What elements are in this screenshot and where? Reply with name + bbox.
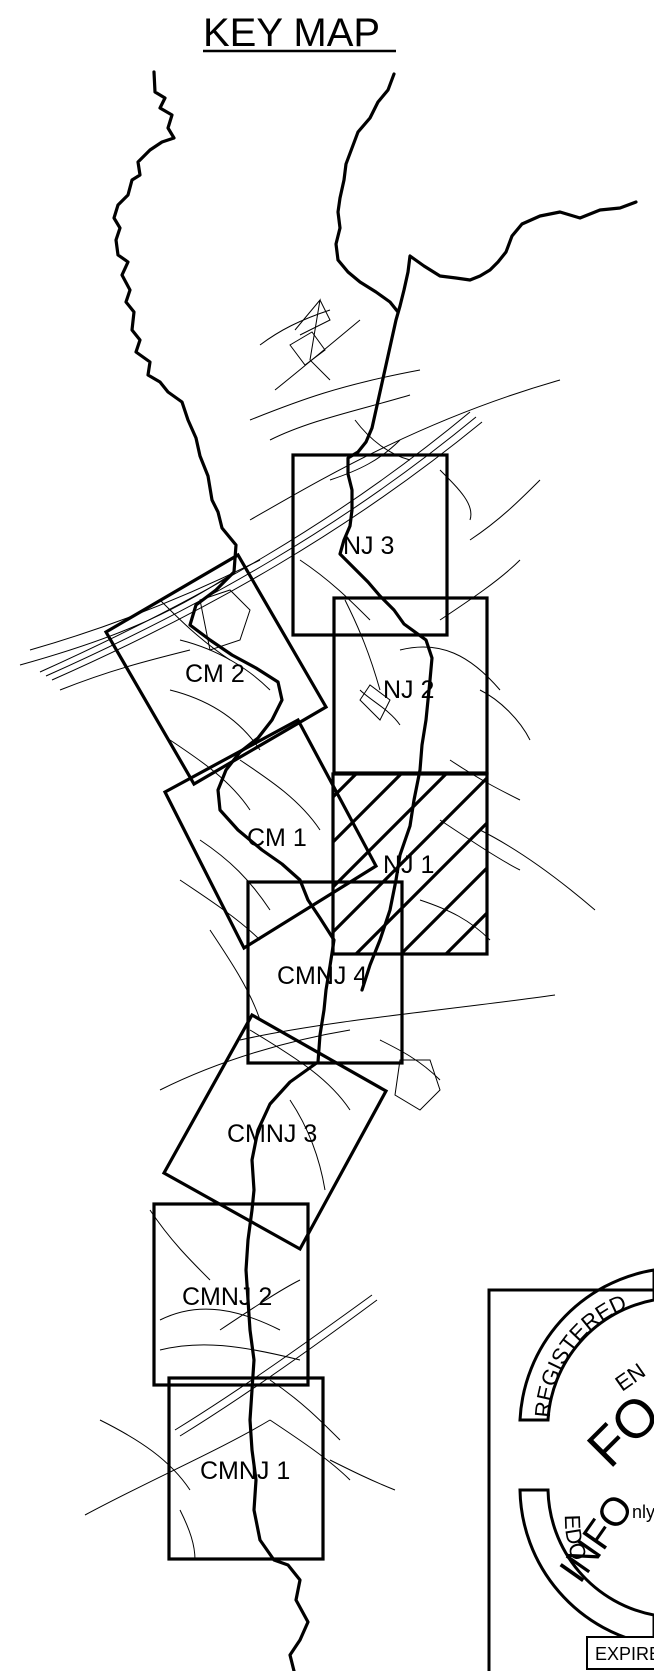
seal-small-text: nly (632, 1502, 654, 1522)
sheet-label-nj2[interactable]: NJ 2 (383, 676, 434, 704)
engineer-seal: REGISTERED EN FO INFO nly EDO EXPIRE (487, 1268, 654, 1671)
sheet-label-nj1[interactable]: NJ 1 (383, 851, 434, 879)
sheet-label-cmnj4[interactable]: CMNJ 4 (277, 962, 367, 990)
sheet-cmnj3[interactable] (161, 1012, 389, 1252)
sheet-cmnj4[interactable] (246, 880, 404, 1065)
sheet-labels: NJ 3 NJ 2 CM 2 CM 1 NJ 1 CMNJ 4 CMNJ 3 C… (182, 532, 434, 1485)
sheet-label-cmnj3[interactable]: CMNJ 3 (227, 1120, 317, 1148)
sheet-cm1[interactable] (162, 717, 379, 951)
seal-expire-label: EXPIRE (595, 1644, 654, 1664)
sheet-nj3[interactable] (291, 453, 449, 637)
sheet-nj1[interactable] (331, 772, 489, 956)
sheet-label-cm2[interactable]: CM 2 (185, 660, 245, 688)
seal-expire-box (586, 1636, 654, 1670)
sheet-label-nj3[interactable]: NJ 3 (343, 532, 394, 560)
map-title: KEY MAP (203, 11, 380, 55)
seal-big-text-1: FO (576, 1383, 654, 1478)
sheet-label-cmnj2[interactable]: CMNJ 2 (182, 1283, 272, 1311)
sheet-cmnj2[interactable] (152, 1202, 310, 1387)
sheet-label-cmnj1[interactable]: CMNJ 1 (200, 1457, 290, 1485)
sheet-boundaries (103, 453, 489, 1561)
sheet-cmnj1[interactable] (167, 1376, 325, 1561)
sheet-cm2[interactable] (103, 552, 329, 787)
road-network (19, 298, 596, 1561)
seal-outer-ring-top (518, 1268, 654, 1422)
sheet-label-cm1[interactable]: CM 1 (247, 824, 307, 852)
streams (112, 70, 638, 1671)
